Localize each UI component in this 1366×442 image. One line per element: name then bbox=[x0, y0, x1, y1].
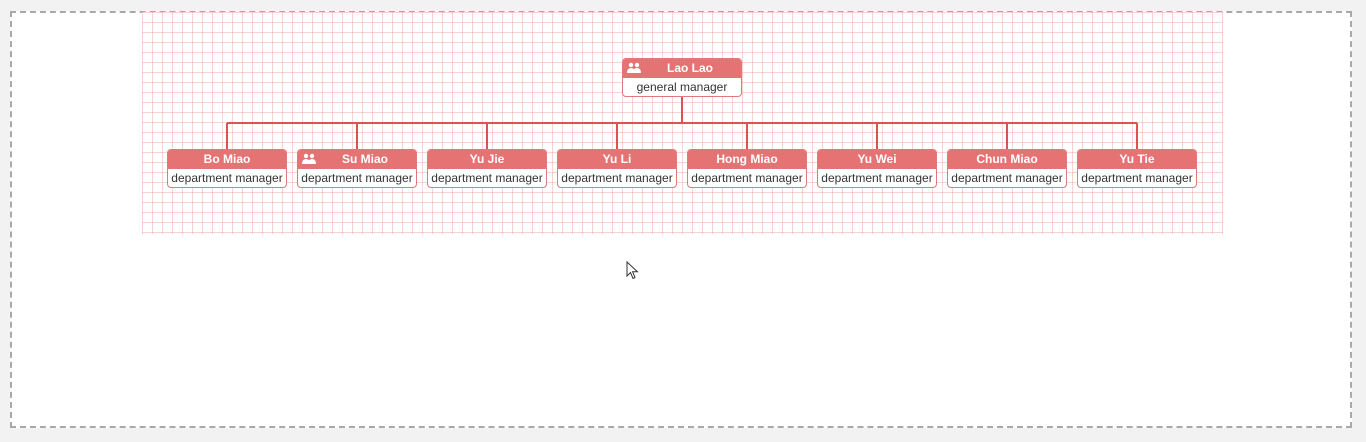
node-name: Bo Miao bbox=[203, 152, 251, 166]
node-title-bar: Yu Wei bbox=[818, 150, 936, 169]
node-title: department manager bbox=[301, 171, 413, 185]
node-title: department manager bbox=[561, 171, 673, 185]
node-name: Yu Tie bbox=[1119, 152, 1155, 166]
node-name: Su Miao bbox=[341, 152, 388, 166]
node-title-bar: Hong Miao bbox=[688, 150, 806, 169]
org-node-yu-wei[interactable]: Yu Wei department manager bbox=[817, 149, 937, 188]
node-name: Yu Wei bbox=[857, 152, 897, 166]
node-name: Lao Lao bbox=[666, 61, 713, 75]
org-node-yu-jie[interactable]: Yu Jie department manager bbox=[427, 149, 547, 188]
org-node-yu-tie[interactable]: Yu Tie department manager bbox=[1077, 149, 1197, 188]
node-title-bar: Chun Miao bbox=[948, 150, 1066, 169]
users-icon bbox=[627, 62, 641, 73]
node-title-bar: Yu Tie bbox=[1078, 150, 1196, 169]
mouse-pointer-icon bbox=[626, 261, 639, 280]
node-name: Chun Miao bbox=[976, 152, 1038, 166]
node-name: Yu Jie bbox=[469, 152, 505, 166]
node-title: department manager bbox=[951, 171, 1063, 185]
node-name: Hong Miao bbox=[716, 152, 778, 166]
org-node-chun-miao[interactable]: Chun Miao department manager bbox=[947, 149, 1067, 188]
node-name: Yu Li bbox=[602, 152, 632, 166]
org-node-yu-li[interactable]: Yu Li department manager bbox=[557, 149, 677, 188]
node-title: department manager bbox=[1081, 171, 1193, 185]
org-node-su-miao[interactable]: Su Miao department manager bbox=[297, 149, 417, 188]
node-title-bar: Lao Lao bbox=[623, 59, 741, 78]
node-title: department manager bbox=[431, 171, 543, 185]
org-node-hong-miao[interactable]: Hong Miao department manager bbox=[687, 149, 807, 188]
node-title: general manager bbox=[636, 80, 728, 94]
org-node-bo-miao[interactable]: Bo Miao department manager bbox=[167, 149, 287, 188]
node-title-bar: Su Miao bbox=[298, 150, 416, 169]
node-title: department manager bbox=[821, 171, 933, 185]
node-title-bar: Bo Miao bbox=[168, 150, 286, 169]
node-title: department manager bbox=[171, 171, 283, 185]
node-title-bar: Yu Li bbox=[558, 150, 676, 169]
node-title: department manager bbox=[691, 171, 803, 185]
users-icon bbox=[302, 153, 316, 164]
org-node-root[interactable]: Lao Lao general manager bbox=[622, 58, 742, 97]
org-chart-grid-background bbox=[142, 12, 1223, 234]
node-title-bar: Yu Jie bbox=[428, 150, 546, 169]
